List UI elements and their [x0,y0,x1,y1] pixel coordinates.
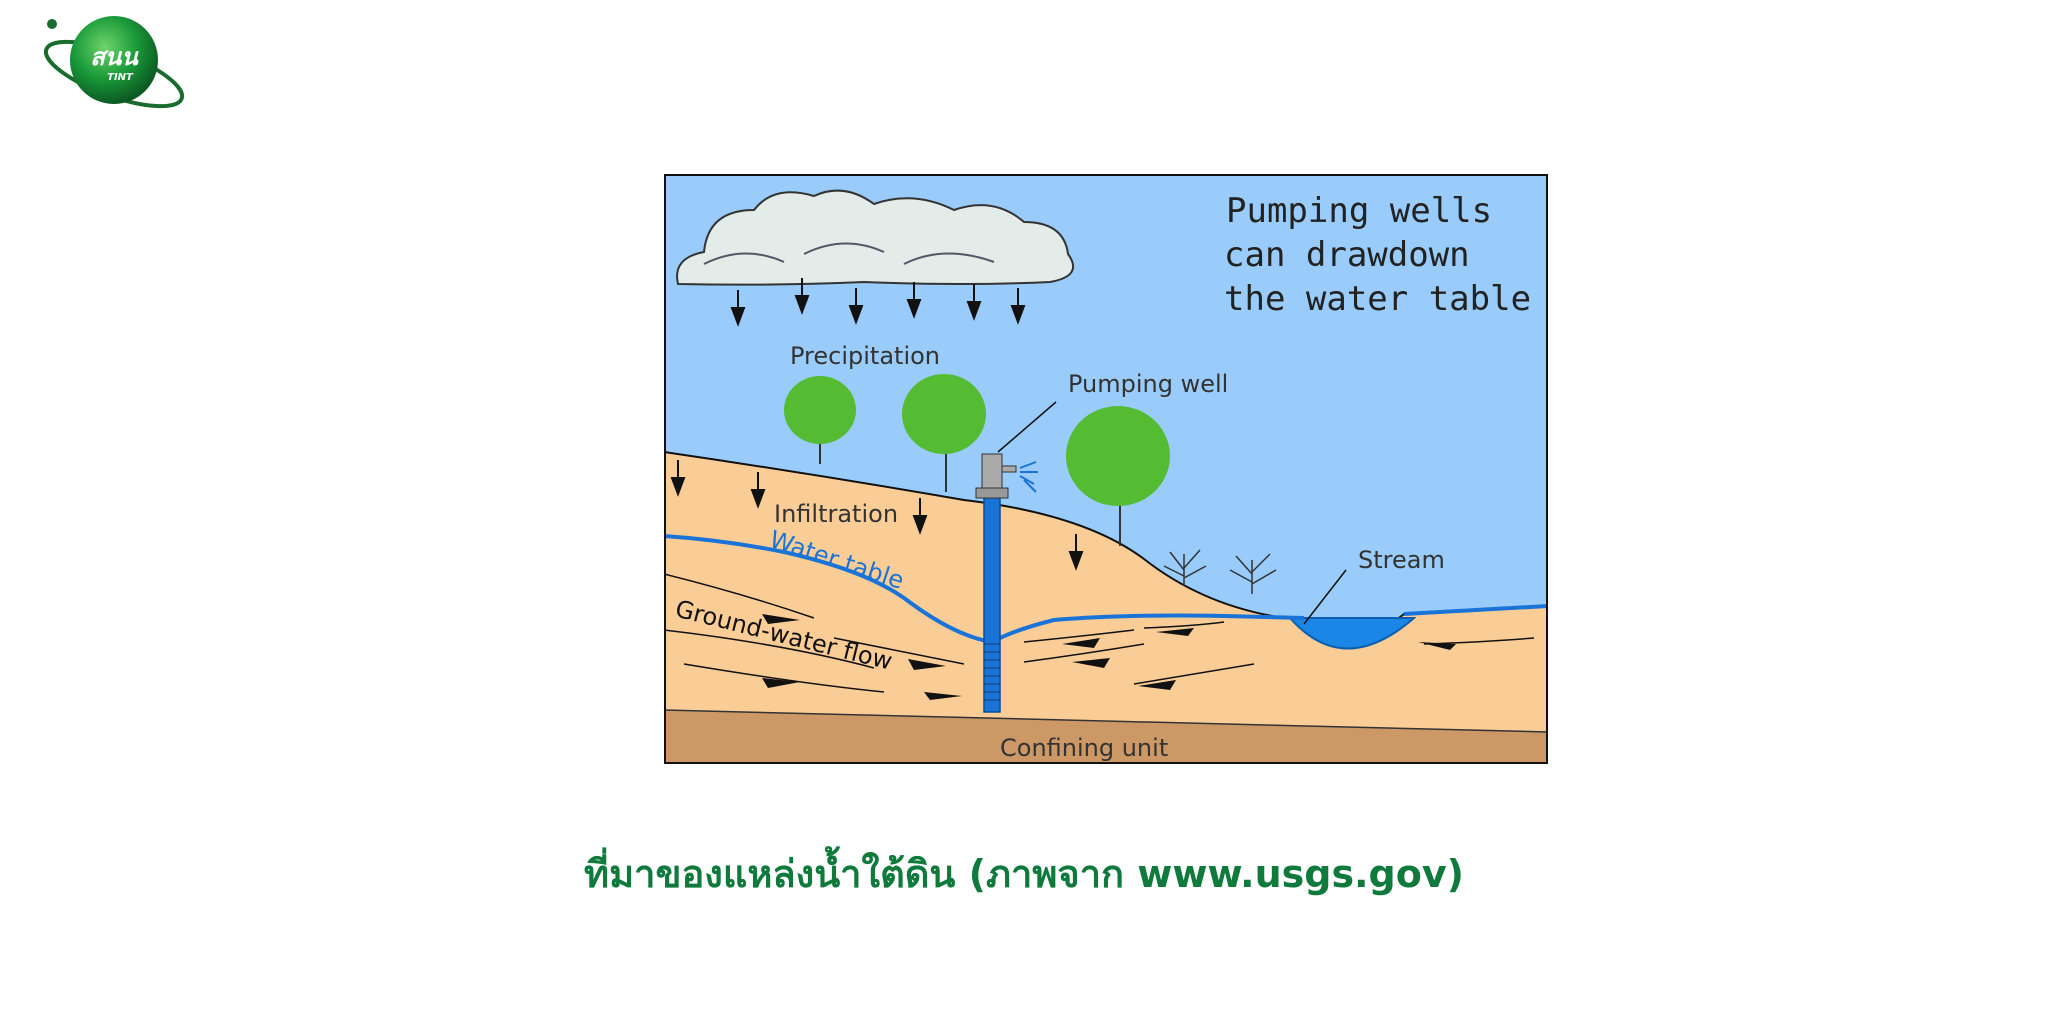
logo-main-text: สนน [90,43,139,71]
confining-unit [664,709,1548,764]
logo-sphere [70,16,158,104]
label-infiltration: Infiltration [774,500,898,528]
shrubs [1163,549,1277,594]
tree-3 [1066,406,1170,546]
diagram-title-line-2: can drawdown [1224,235,1470,275]
diagram-title-line-1: Pumping wells [1226,191,1492,231]
water-table-line [664,534,1548,645]
flow-arrows [762,614,1456,700]
logo-sub-text: TINT [107,72,134,83]
tree-1 [784,376,856,464]
pumping-well-pointer [997,401,1057,453]
diagram-frame [664,174,1548,764]
logo-dot [47,19,57,29]
groundwater-diagram: Pumping wells can drawdown the water tab… [664,174,1548,764]
pump-icon [975,453,1038,499]
diagram-title-line-3: the water table [1224,279,1531,319]
well-screen [984,643,1000,701]
tree-2 [902,374,986,492]
stream-water [1287,617,1417,650]
well-casing [983,495,1001,713]
label-pumping-well: Pumping well [1068,370,1228,398]
clouds [676,189,1074,286]
flow-lines [664,573,1535,693]
label-stream: Stream [1358,546,1445,574]
image-caption: ที่มาของแหล่งน้ำใต้ดิน (ภาพจาก www.usgs.… [584,852,1464,896]
stream-pointer [1303,569,1347,625]
label-precipitation: Precipitation [790,342,940,370]
label-confining-unit: Confining unit [1000,734,1168,762]
tint-logo: สนน TINT [43,16,185,109]
